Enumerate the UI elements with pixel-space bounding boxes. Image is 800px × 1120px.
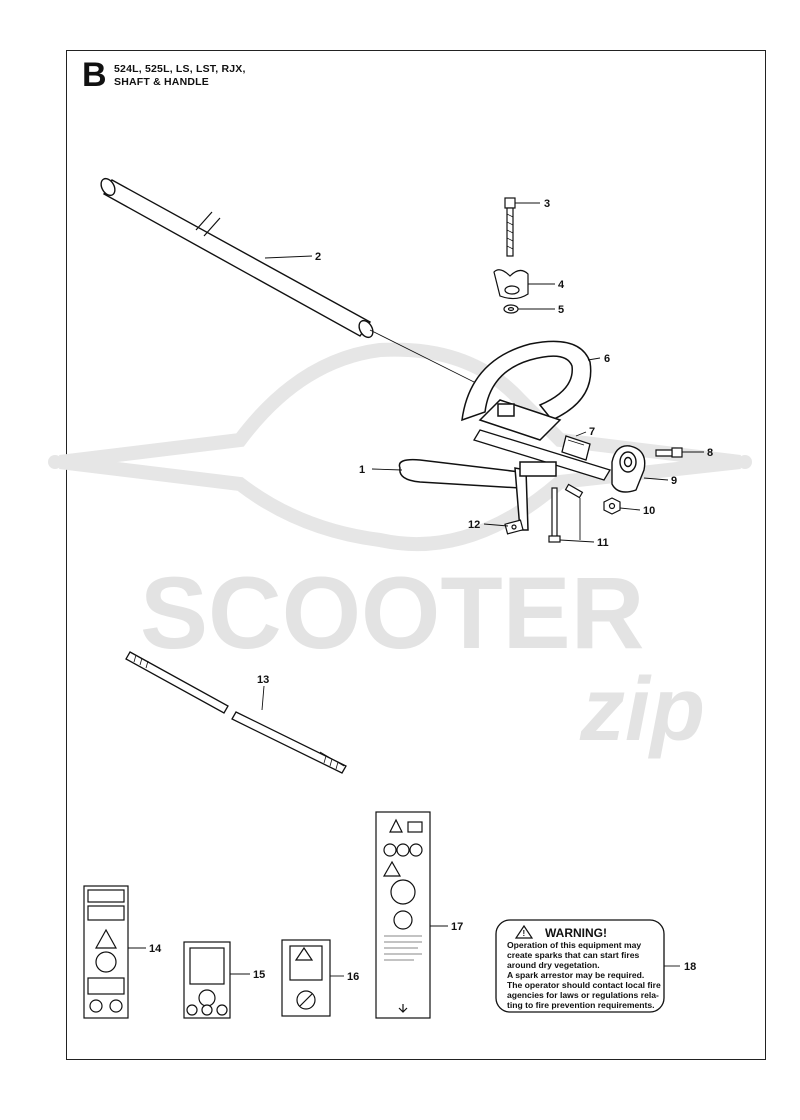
knob-4 bbox=[493, 269, 529, 300]
callout-2: 2 bbox=[315, 251, 321, 263]
watermark: SCOOTER zip bbox=[48, 342, 752, 760]
callout-4: 4 bbox=[558, 279, 565, 291]
diagram-frame bbox=[66, 50, 766, 1060]
callout-15: 15 bbox=[253, 969, 265, 981]
watermark-dot-left bbox=[48, 455, 62, 469]
warning-line-6: agencies for laws or regulations rela- bbox=[507, 990, 659, 1000]
decal-15 bbox=[183, 941, 231, 1019]
watermark-suffix: zip bbox=[579, 660, 705, 760]
nut-10 bbox=[603, 497, 621, 515]
grip-housing-9 bbox=[611, 445, 646, 493]
callout-14: 14 bbox=[149, 943, 162, 955]
callout-6: 6 bbox=[604, 353, 610, 365]
bolt-3 bbox=[504, 197, 516, 257]
section-letter: B bbox=[82, 56, 107, 94]
callout-3: 3 bbox=[544, 198, 550, 210]
callout-18: 18 bbox=[684, 961, 696, 973]
callout-8: 8 bbox=[707, 447, 713, 459]
screw-8 bbox=[655, 447, 683, 458]
decal-14 bbox=[83, 885, 129, 1019]
leader-lines bbox=[128, 202, 704, 977]
warning-line-4: A spark arrestor may be required. bbox=[507, 970, 644, 980]
warning-line-5: The operator should contact local fire bbox=[507, 980, 661, 990]
callout-7: 7 bbox=[589, 426, 595, 438]
front-handle-1 bbox=[398, 458, 557, 531]
watermark-brand: SCOOTER bbox=[140, 556, 644, 670]
screws-11 bbox=[548, 483, 584, 543]
callout-5: 5 bbox=[558, 304, 564, 316]
callout-13: 13 bbox=[257, 674, 269, 686]
callout-9: 9 bbox=[671, 475, 677, 487]
callout-10: 10 bbox=[643, 505, 655, 517]
callout-16: 16 bbox=[347, 971, 359, 983]
warning-line-3: around dry vegetation. bbox=[507, 960, 600, 970]
model-list: 524L, 525L, LS, LST, RJX, bbox=[114, 63, 246, 75]
callout-11: 11 bbox=[597, 537, 609, 549]
washer-5 bbox=[503, 304, 519, 314]
shaft-tube bbox=[100, 177, 481, 386]
clamp-7 bbox=[473, 429, 611, 481]
loop-handle-6 bbox=[461, 340, 592, 441]
warning-label-18: ! WARNING! Operation of this equipment m… bbox=[495, 919, 665, 1013]
callout-1: 1 bbox=[359, 464, 365, 476]
page-title: SHAFT & HANDLE bbox=[114, 76, 209, 88]
warning-line-2: create sparks that can start fires bbox=[507, 950, 640, 960]
callout-17: 17 bbox=[451, 921, 463, 933]
washer-12 bbox=[504, 519, 524, 535]
decal-16 bbox=[281, 939, 331, 1017]
warning-line-7: ting to fire prevention requirements. bbox=[507, 1000, 655, 1010]
callout-12: 12 bbox=[468, 519, 480, 531]
svg-text:!: ! bbox=[523, 929, 526, 938]
watermark-swoosh bbox=[59, 342, 741, 552]
warning-line-1: Operation of this equipment may bbox=[507, 940, 641, 950]
watermark-dot-right bbox=[738, 455, 752, 469]
callout-numbers: 1 2 3 4 5 6 7 8 9 10 11 12 13 14 15 16 1… bbox=[149, 198, 713, 983]
warning-heading: WARNING! bbox=[545, 926, 607, 940]
drive-shaft-13 bbox=[125, 651, 347, 774]
decal-17 bbox=[375, 811, 431, 1019]
